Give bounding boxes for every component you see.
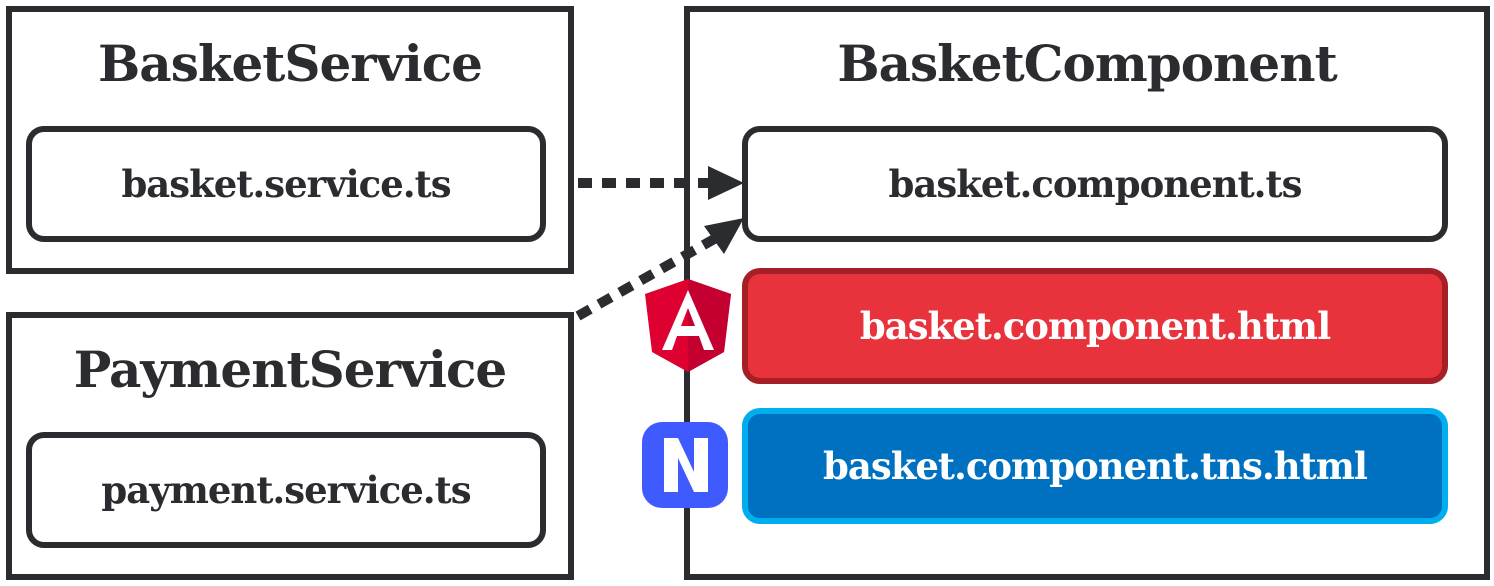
dependency-arrow-payment-service	[575, 218, 744, 321]
basket-component-title: BasketComponent	[837, 34, 1337, 93]
payment-service-title: PaymentService	[73, 340, 507, 399]
basket-component-tns-html-file: basket.component.tns.html	[742, 408, 1448, 524]
basket-service-title: BasketService	[98, 34, 483, 93]
basket-service-file: basket.service.ts	[26, 126, 546, 242]
payment-service-file: payment.service.ts	[26, 432, 546, 548]
nativescript-logo-icon	[642, 422, 728, 508]
basket-component-html-file: basket.component.html	[742, 268, 1448, 384]
angular-logo-icon	[645, 279, 731, 372]
dependency-arrow-basket-service	[578, 166, 744, 200]
basket-component-ts-file: basket.component.ts	[742, 126, 1448, 242]
